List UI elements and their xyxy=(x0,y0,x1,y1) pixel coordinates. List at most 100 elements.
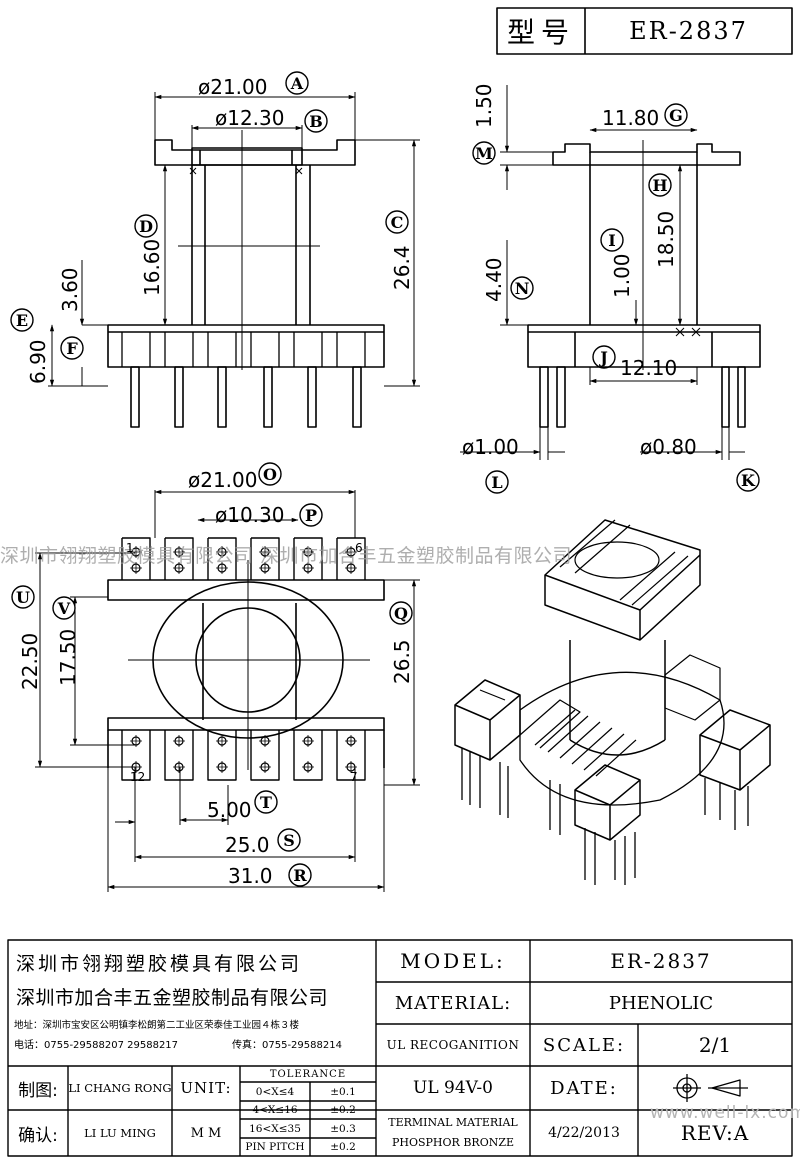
dim-d26-4: 26.4 xyxy=(390,245,414,290)
pin-hole-cross xyxy=(259,562,271,574)
side-view xyxy=(527,140,761,428)
header-box xyxy=(496,7,793,55)
marker-j: J xyxy=(592,345,616,369)
pin-hole-cross xyxy=(345,562,357,574)
marker-e: E xyxy=(10,308,34,332)
dim-d26-5: 26.5 xyxy=(390,639,414,684)
dim-d12-30: ø12.30 xyxy=(215,106,285,130)
marker-l: L xyxy=(485,470,509,494)
svg-text:A: A xyxy=(290,74,304,93)
svg-text:J: J xyxy=(598,348,608,367)
svg-text:D: D xyxy=(139,217,153,236)
marker-f: F xyxy=(60,336,84,360)
pin-hole-cross xyxy=(259,546,271,558)
svg-text:P: P xyxy=(305,506,317,525)
pin-hole-cross xyxy=(173,562,185,574)
marker-n: N xyxy=(510,276,534,300)
pin-hole-cross xyxy=(302,761,314,773)
marker-s: S xyxy=(277,828,301,852)
dim-d0-80: ø0.80 xyxy=(640,435,697,459)
pin-number-6: 6 xyxy=(355,541,363,555)
svg-text:C: C xyxy=(391,213,404,232)
svg-text:S: S xyxy=(283,831,295,850)
tolerance-range-4: PIN PITCH xyxy=(245,1141,305,1153)
pin-hole-cross xyxy=(259,735,271,747)
tolerance-value-3: ±0.3 xyxy=(330,1122,356,1135)
marker-c: C xyxy=(385,210,409,234)
model-header-label: 型号 xyxy=(506,16,575,49)
dim-d1-00v: 1.00 xyxy=(610,253,634,298)
scale-label: SCALE: xyxy=(542,1034,626,1056)
dim-d1-00: ø1.00 xyxy=(462,435,519,459)
ul-value: UL 94V-0 xyxy=(413,1078,493,1098)
dim-d22-50: 22.50 xyxy=(18,632,42,690)
model-header-value: ER-2837 xyxy=(629,17,748,45)
tolerance-range-1: 0<X≤4 xyxy=(255,1085,295,1098)
pin-hole-cross xyxy=(173,761,185,773)
pin-hole-cross xyxy=(173,735,185,747)
marker-q: Q xyxy=(389,601,413,625)
bottom-view-dimensions xyxy=(35,489,420,892)
dim-d3-60: 3.60 xyxy=(58,267,82,312)
pin-number-7: 7 xyxy=(350,770,358,784)
company-name-1: 深圳市翎翔塑胶模具有限公司 xyxy=(16,953,303,975)
marker-t: T xyxy=(254,790,278,814)
pin-hole-cross xyxy=(345,735,357,747)
pin-hole-cross xyxy=(216,735,228,747)
pin-hole-cross xyxy=(216,761,228,773)
tolerance-value-2: ±0.2 xyxy=(330,1104,356,1116)
model-value: ER-2837 xyxy=(610,949,712,973)
svg-text:M: M xyxy=(475,144,493,163)
marker-p: P xyxy=(299,503,323,527)
dim-d25-0: 25.0 xyxy=(225,833,270,857)
tolerance-range-2: 4<X≤16 xyxy=(252,1104,298,1116)
marker-g: G xyxy=(664,103,688,127)
side-view-dimensions xyxy=(460,85,745,460)
pin-hole-cross xyxy=(345,546,357,558)
marker-i: I xyxy=(600,228,624,252)
unit-label: UNIT: xyxy=(180,1079,232,1097)
marker-b: B xyxy=(304,109,328,133)
svg-text:U: U xyxy=(16,588,30,607)
dim-d21-top: ø21.00 xyxy=(198,75,268,99)
svg-text:Q: Q xyxy=(394,604,408,623)
scale-value: 2/1 xyxy=(698,1033,732,1057)
svg-text:K: K xyxy=(741,471,756,490)
projection-symbol-icon xyxy=(673,1074,748,1102)
marker-m: M xyxy=(472,141,496,165)
marker-k: K xyxy=(736,468,760,492)
svg-text:F: F xyxy=(66,339,78,358)
svg-text:O: O xyxy=(263,465,277,484)
revision-label: REV:A xyxy=(680,1121,750,1145)
pin-hole-cross xyxy=(302,546,314,558)
drawn-by-name: LI CHANG RONG xyxy=(68,1081,172,1095)
dim-d18-50: 18.50 xyxy=(654,210,678,268)
tolerance-title: TOLERANCE xyxy=(269,1068,347,1080)
marker-d: D xyxy=(134,214,158,238)
dim-d12-10: 12.10 xyxy=(620,356,678,380)
dim-d1-50: 1.50 xyxy=(472,83,496,128)
marker-r: R xyxy=(288,863,312,887)
pin-hole-cross xyxy=(216,546,228,558)
marker-o: O xyxy=(258,462,282,486)
marker-v: V xyxy=(52,596,76,620)
dim-d16-60: 16.60 xyxy=(140,238,164,296)
svg-text:N: N xyxy=(515,279,530,298)
pin-number-12: 12 xyxy=(130,770,146,784)
drawn-by-label: 制图: xyxy=(18,1080,58,1101)
svg-text:T: T xyxy=(260,793,272,812)
pin-hole-cross xyxy=(130,562,142,574)
unit-value: M M xyxy=(190,1125,222,1141)
material-value: PHENOLIC xyxy=(608,992,714,1014)
front-view-dimensions xyxy=(48,92,420,387)
dim-d17-50: 17.50 xyxy=(56,628,80,686)
pin-hole-cross xyxy=(259,761,271,773)
svg-text:I: I xyxy=(608,231,615,250)
pin-hole-cross xyxy=(130,735,142,747)
watermark: 深圳市翎翔塑胶模具有限公司 深圳市加合丰五金塑胶制品有限公司 xyxy=(0,545,573,567)
company-fax: 传真：0755-29588214 xyxy=(232,1040,342,1051)
pin-number-1: 1 xyxy=(126,541,134,555)
svg-text:H: H xyxy=(652,176,667,195)
title-block-frame xyxy=(7,939,793,1157)
